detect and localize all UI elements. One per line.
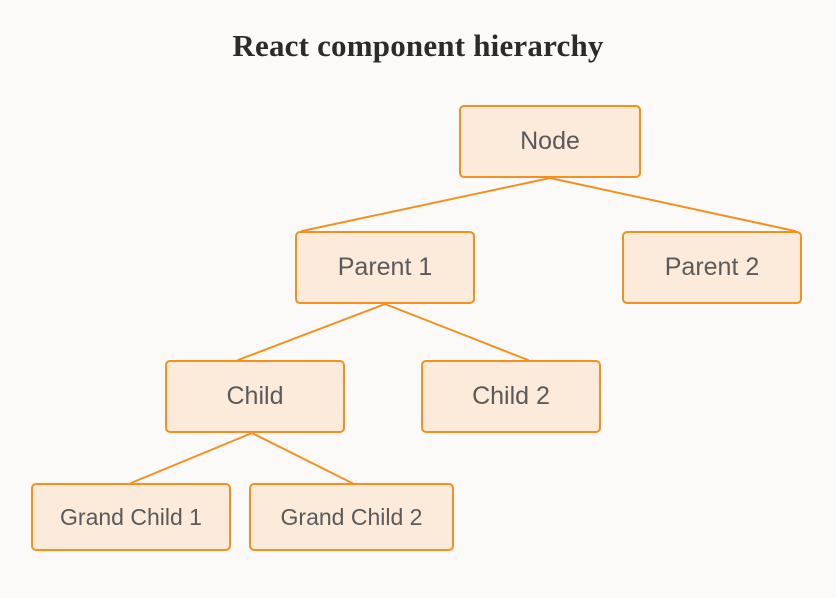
page-title: React component hierarchy — [232, 28, 604, 63]
edge-node-to-parent2 — [549, 177, 796, 232]
tree-node-parent1[interactable]: Parent 1 — [295, 231, 475, 304]
tree-node-parent2[interactable]: Parent 2 — [622, 231, 802, 304]
tree-node-label: Node — [520, 127, 580, 155]
tree-node-label: Child — [226, 382, 284, 410]
tree-node-gchild2[interactable]: Grand Child 2 — [249, 483, 454, 551]
tree-node-label: Grand Child 1 — [60, 503, 202, 530]
edge-parent1-to-child — [237, 303, 386, 361]
tree-node-label: Grand Child 2 — [280, 503, 423, 530]
tree-node-child2[interactable]: Child 2 — [421, 360, 601, 433]
tree-node-node[interactable]: Node — [459, 105, 641, 178]
tree-node-child[interactable]: Child — [165, 360, 345, 433]
edge-node-to-parent1 — [301, 177, 551, 232]
tree-node-label: Parent 1 — [337, 253, 433, 281]
edge-parent1-to-child2 — [384, 303, 529, 361]
tree-node-label: Child 2 — [472, 382, 550, 410]
edge-child-to-gchild2 — [251, 432, 353, 484]
tree-node-gchild1[interactable]: Grand Child 1 — [31, 483, 231, 551]
tree-node-label: Parent 2 — [664, 253, 760, 281]
edge-child-to-gchild1 — [130, 432, 253, 484]
